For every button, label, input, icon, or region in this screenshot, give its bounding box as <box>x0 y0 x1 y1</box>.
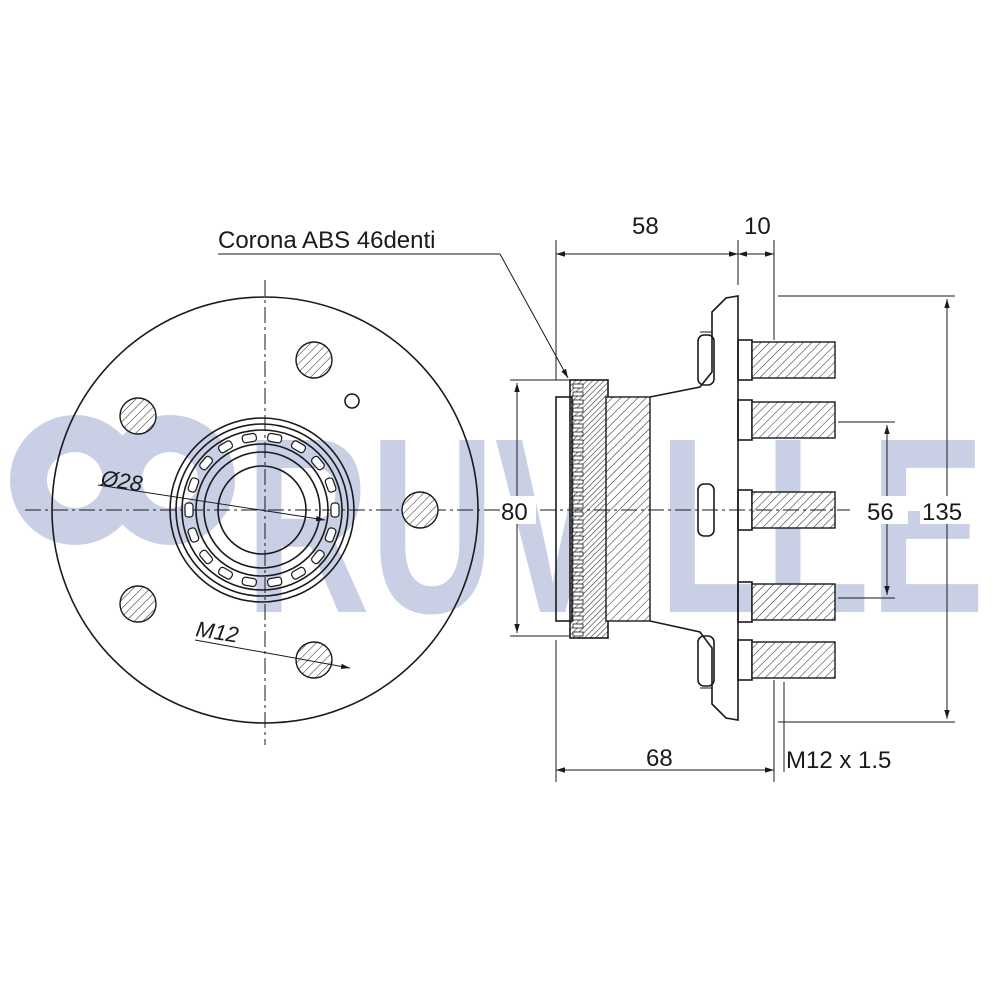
flange-boss-top <box>697 334 715 386</box>
abs-ring-tooth <box>572 471 584 477</box>
abs-ring-tooth <box>572 599 584 605</box>
bore-outline <box>217 465 307 555</box>
dim-135-label-bg <box>920 496 974 524</box>
bearing-roller <box>330 502 340 518</box>
bearing-roller <box>310 455 325 471</box>
stud-hole-lower-left <box>119 585 157 623</box>
abs-ring-tooth <box>572 407 584 413</box>
flange-inner-step <box>700 331 712 689</box>
abs-ring-tooth <box>572 487 584 493</box>
abs-ring-tooth <box>572 455 584 461</box>
front-view: Ø28 M12 <box>25 280 505 745</box>
abs-ring-tooth <box>572 463 584 469</box>
abs-ring-label: Corona ABS 46denti <box>218 227 436 254</box>
abs-ring-tooth <box>572 479 584 485</box>
abs-ring-tooth <box>572 607 584 613</box>
stud-thread-5 <box>751 641 836 679</box>
abs-ring-tooth <box>572 439 584 445</box>
bearing-cage-outer <box>181 429 343 591</box>
bearing-roller <box>310 549 325 565</box>
bearing-roller <box>324 527 337 543</box>
dim-10-label: 10 <box>744 213 771 240</box>
bearing-roller <box>217 566 234 580</box>
bearing-roller <box>266 432 283 444</box>
abs-ring-tooth <box>572 431 584 437</box>
abs-ring-tooth <box>572 567 584 573</box>
abs-ring-callout: Corona ABS 46denti <box>218 227 569 379</box>
bearing-roller <box>187 477 200 493</box>
hub-abs-backing <box>555 396 573 622</box>
stud-thread-label: M12 <box>194 616 240 647</box>
stud-thread-1 <box>751 341 836 379</box>
stud-thread-2 <box>751 401 836 439</box>
abs-ring-tooth <box>572 383 584 389</box>
bearing-roller <box>199 455 214 471</box>
abs-ring-tooth <box>572 551 584 557</box>
stud-thread-leader <box>194 639 351 670</box>
abs-ring-teeth <box>572 383 584 637</box>
abs-ring-tooth <box>572 511 584 517</box>
dim-80-label-bg <box>500 496 536 524</box>
bearing-roller <box>241 432 258 444</box>
bearing-roller <box>217 440 234 454</box>
abs-ring-tooth <box>572 543 584 549</box>
bearing-roller <box>199 549 214 565</box>
bearing-roller <box>266 576 283 588</box>
thread-spec-label: M12 x 1.5 <box>786 747 891 774</box>
flange-boss-bottom <box>697 635 715 687</box>
bore-diameter-leader <box>97 484 326 522</box>
abs-ring-tooth <box>572 399 584 405</box>
dim-135-label: 135 <box>922 499 962 526</box>
abs-ring-tooth <box>572 615 584 621</box>
bearing-roller <box>187 527 200 543</box>
abs-ring-tooth <box>572 423 584 429</box>
dim-68-label: 68 <box>646 745 673 772</box>
abs-ring-tooth <box>572 391 584 397</box>
abs-ring-tooth <box>572 503 584 509</box>
stud-hole-bottom <box>295 641 333 679</box>
dim-80-label: 80 <box>501 499 528 526</box>
bearing-outer-ring-inner <box>175 423 349 597</box>
abs-ring-leader <box>499 253 569 379</box>
bearing-roller <box>290 566 307 580</box>
dim-56-label-bg <box>866 496 908 524</box>
bearing-cage-inner <box>195 443 329 577</box>
stud-hole-right <box>401 491 439 529</box>
abs-ring-tooth <box>572 631 584 637</box>
abs-ring-tooth <box>572 519 584 525</box>
abs-ring-tooth <box>572 575 584 581</box>
dim-56-label: 56 <box>867 499 894 526</box>
side-view: 58 10 68 M12 x 1.5 80 56 135 <box>500 213 974 782</box>
abs-ring-tooth <box>572 495 584 501</box>
bearing-roller <box>290 440 307 454</box>
abs-ring-tooth <box>572 583 584 589</box>
bearing-roller <box>324 477 337 493</box>
abs-ring-tooth <box>572 559 584 565</box>
abs-ring-tooth <box>572 415 584 421</box>
small-locating-hole <box>344 393 360 409</box>
bearing-outer-ring <box>169 417 355 603</box>
abs-ring-tooth <box>572 535 584 541</box>
bearing-roller <box>241 576 258 588</box>
bearing-roller <box>184 502 194 518</box>
ruville-watermark-logo: RUVILLE <box>10 386 985 665</box>
abs-ring-tooth <box>572 591 584 597</box>
stud-thread-4 <box>751 583 836 621</box>
abs-ring-tooth <box>572 527 584 533</box>
abs-ring-tooth <box>572 623 584 629</box>
stud-hole-top <box>295 341 333 379</box>
stud-hole-upper-left <box>119 397 157 435</box>
dim-58-label: 58 <box>632 213 659 240</box>
hub-body <box>605 396 651 622</box>
abs-ring-tooth <box>572 447 584 453</box>
stud-head-1 <box>737 339 753 381</box>
bearing-inner-ring <box>203 451 321 569</box>
bearing-rollers <box>184 432 340 588</box>
